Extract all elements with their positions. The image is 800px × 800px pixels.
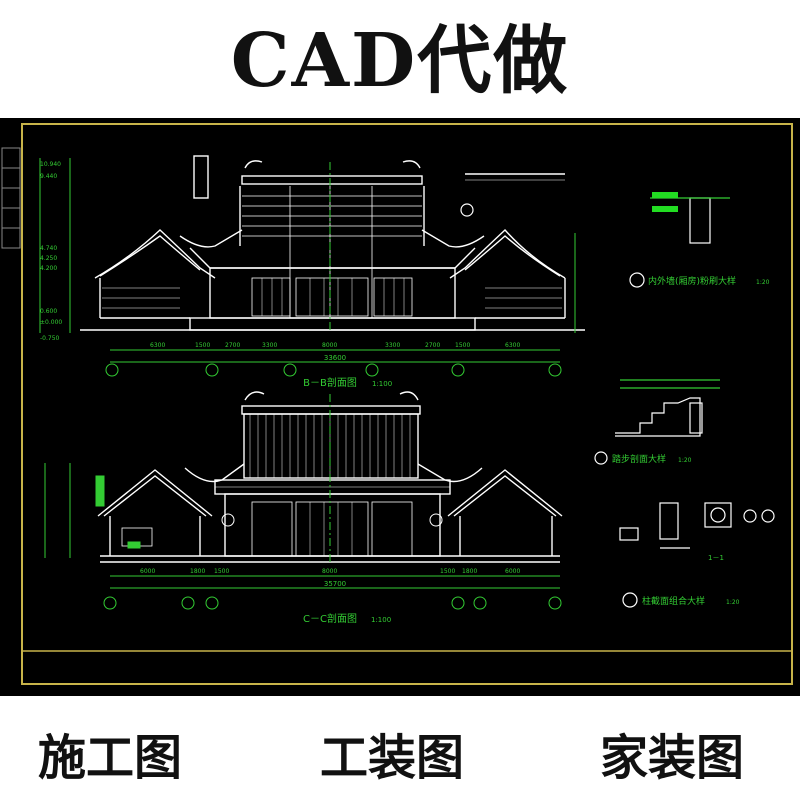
section-cc-scale: 1:100 xyxy=(371,616,391,624)
dim-cc-2: 1500 xyxy=(214,568,229,575)
cad-drawing-frame: 33600 B－B剖面图 1:100 xyxy=(0,118,800,696)
footer-label-home: 家装图 xyxy=(600,730,745,786)
left-strip xyxy=(1,147,21,249)
dim-cc-5: 1800 xyxy=(462,568,477,575)
dims-bb-row: 6300 1500 2700 3300 8000 3300 2700 1500 … xyxy=(150,342,520,349)
detail-step-scale: 1:20 xyxy=(678,457,692,464)
dims-cc-row: 6000 1800 1500 8000 1500 1800 6000 xyxy=(140,568,520,575)
dim-bb-5: 3300 xyxy=(385,342,400,349)
section-cc-dimensions xyxy=(44,394,562,610)
dim-bb-6: 2700 xyxy=(425,342,440,349)
section-bb-drawing xyxy=(80,155,585,331)
detail-column-title: 柱截面组合大样 xyxy=(642,595,705,607)
dim-bb-total: 33600 xyxy=(324,354,346,362)
detail-wall-title: 内外墙(厢房)粉刷大样 xyxy=(648,275,736,287)
elevation-marks: 10.940 9.440 4.740 4.250 4.200 0.600 ±0.… xyxy=(40,161,62,342)
dim-cc-6: 6000 xyxy=(505,568,520,575)
footer-label-construction: 施工图 xyxy=(38,730,183,786)
footer-label-commercial: 工装图 xyxy=(320,730,465,786)
elev-0: 10.940 xyxy=(40,161,61,168)
section-bb-title: B－B剖面图 xyxy=(303,376,357,389)
dim-bb-7: 1500 xyxy=(455,342,470,349)
dim-bb-2: 2700 xyxy=(225,342,240,349)
footer: 施工图 工装图 家装图 xyxy=(0,700,800,800)
elev-3: 4.250 xyxy=(40,255,57,262)
detail-step-title: 踏步剖面大样 xyxy=(612,453,666,465)
dim-bb-1: 1500 xyxy=(195,342,210,349)
detail-11-label: 1－1 xyxy=(708,554,724,562)
dim-cc-0: 6000 xyxy=(140,568,155,575)
dim-cc-3: 8000 xyxy=(322,568,337,575)
dim-bb-3: 3300 xyxy=(262,342,277,349)
detail-column xyxy=(619,502,775,608)
dim-bb-8: 6300 xyxy=(505,342,520,349)
elev-4: 4.200 xyxy=(40,265,57,272)
elev-6: ±0.000 xyxy=(40,319,62,326)
detail-column-scale: 1:20 xyxy=(726,599,740,606)
headline-title: CAD代做 xyxy=(230,17,570,104)
detail-step xyxy=(594,379,720,465)
cad-drawing: 33600 B－B剖面图 1:100 xyxy=(1,123,793,685)
elev-5: 0.600 xyxy=(40,308,57,315)
section-cc-title: C－C剖面图 xyxy=(303,612,357,625)
elev-1: 9.440 xyxy=(40,173,57,180)
drawing-border xyxy=(21,123,793,685)
detail-wall-scale: 1:20 xyxy=(756,279,770,286)
section-bb-dimensions xyxy=(39,158,576,377)
dim-cc-1: 1800 xyxy=(190,568,205,575)
elev-7: -0.750 xyxy=(40,335,60,342)
dim-cc-total: 35700 xyxy=(324,580,346,588)
dim-cc-4: 1500 xyxy=(440,568,455,575)
section-bb-scale: 1:100 xyxy=(372,380,392,388)
elev-2: 4.740 xyxy=(40,245,57,252)
dim-bb-0: 6300 xyxy=(150,342,165,349)
detail-wall xyxy=(460,192,730,288)
dim-bb-4: 8000 xyxy=(322,342,337,349)
